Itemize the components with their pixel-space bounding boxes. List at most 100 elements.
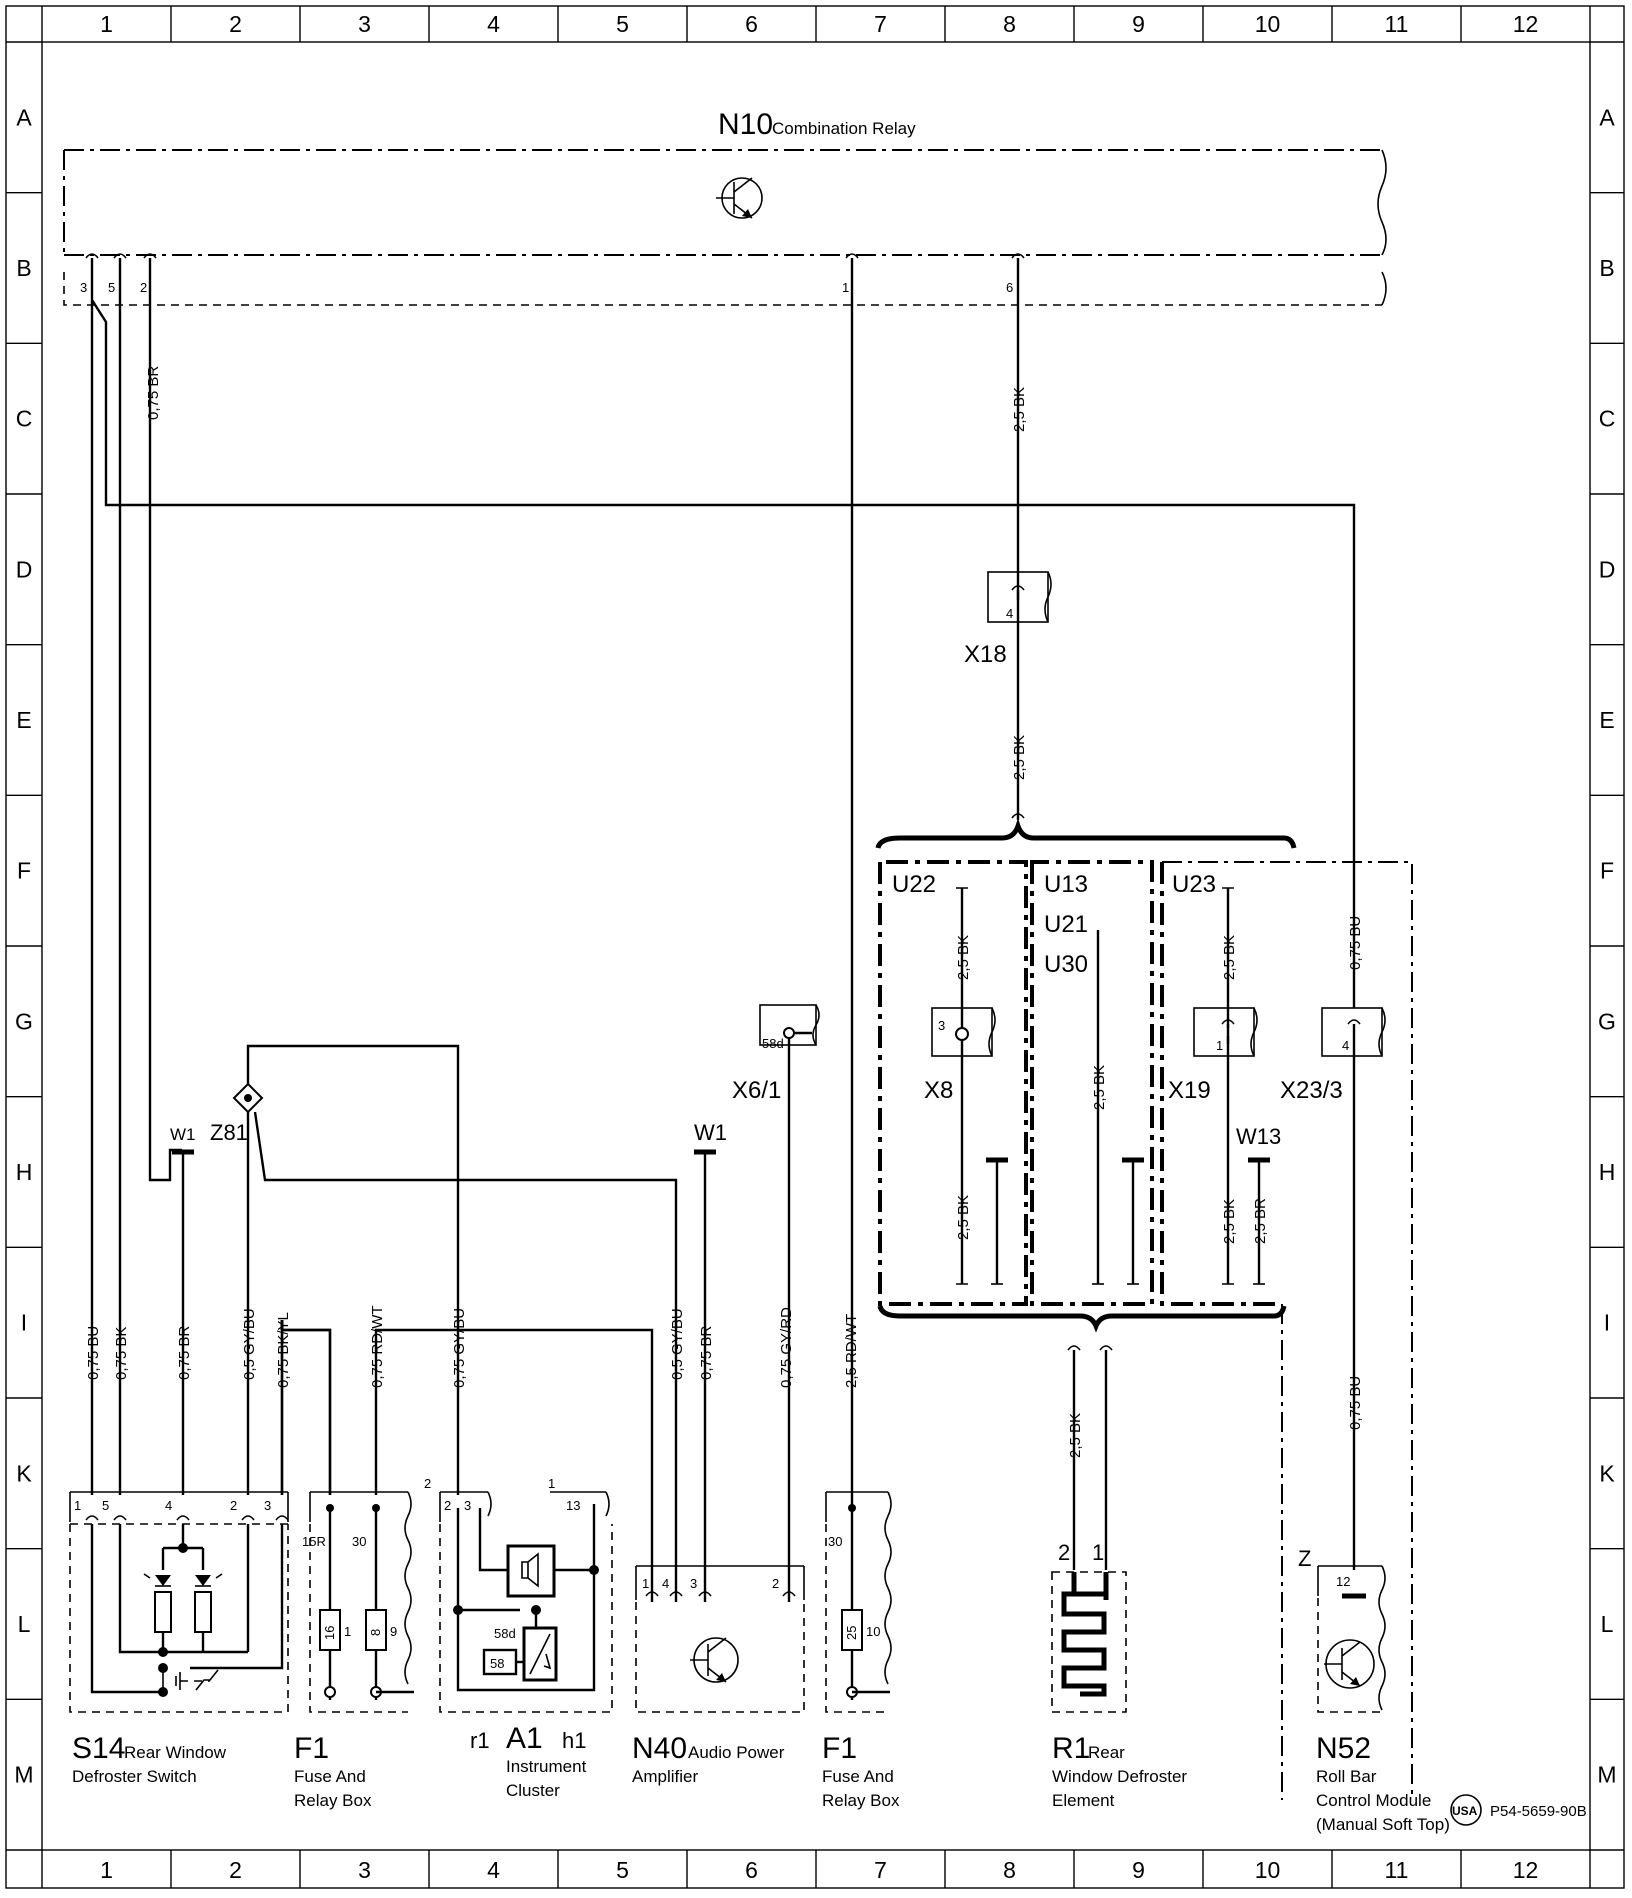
wire-label-gybu-05-n40: 0,5 GY/BU	[669, 1308, 686, 1380]
n10-combination-relay[interactable]: N10 Combination Relay 3 5 2 1 6	[63, 108, 1387, 306]
n52-pin-12: 12	[1336, 1574, 1350, 1589]
variant-u13[interactable]: U13 U21 U30	[1030, 860, 1154, 1306]
wire-label-gyrd: 0,75 GY/RD	[778, 1307, 795, 1388]
w1-right-label: W1	[694, 1120, 727, 1145]
f1b-fuse-25: 25	[844, 1626, 859, 1640]
grid-row-G-right: G	[1598, 1008, 1616, 1034]
connector-x6-1[interactable]: 58d X6/1	[732, 1004, 820, 1104]
w13-label: W13	[1236, 1124, 1281, 1149]
r1-name1: Rear	[1088, 1743, 1125, 1762]
s14-pin-4: 4	[165, 1498, 172, 1513]
a1-connector-2: 2	[424, 1476, 431, 1491]
f1b-pin-30: 30	[828, 1534, 842, 1549]
grid-column-11-top: 11	[1385, 11, 1409, 37]
grid-row-F-left: F	[17, 858, 31, 884]
heater-grid-icon	[1061, 1572, 1109, 1697]
grid-row-L-right: L	[1601, 1611, 1614, 1637]
a1-instrument-cluster[interactable]: 2 1 2 3 13 58d 58 r1 A1 h1 Instrument Cl…	[424, 1476, 613, 1800]
z-label: Z	[1298, 1546, 1311, 1571]
grid-column-9-top: 9	[1132, 11, 1145, 37]
connector-x23-3[interactable]: 4 X23/3	[1280, 1007, 1386, 1104]
n52-name2: Control Module	[1316, 1791, 1431, 1810]
ground-w1-right: W1	[694, 1120, 727, 1512]
wire-label-bu-x23: 0,75 BU	[1347, 916, 1364, 970]
n40-name1: Audio Power	[688, 1743, 785, 1762]
n40-code: N40	[632, 1732, 687, 1765]
s14-name1: Rear Window	[124, 1743, 227, 1762]
n40-transistor-icon	[690, 1637, 739, 1683]
grid-column-6-bottom: 6	[745, 1857, 758, 1883]
wire-rdwt-f1-n40[interactable]	[374, 1328, 654, 1512]
r1-rear-window-defroster-element[interactable]: 2 1 R1 Rear Window Defroster Element	[1051, 1540, 1187, 1810]
wire-label-bu-n52: 0,75 BU	[1347, 1376, 1364, 1430]
x8-pin: 3	[938, 1018, 945, 1033]
r1-name3: Element	[1052, 1791, 1115, 1810]
grid-column-10-bottom: 10	[1255, 1857, 1281, 1883]
w1-left-label: W1	[170, 1125, 196, 1144]
variant-u23[interactable]: U23	[1160, 861, 1413, 1800]
f1-fuse-relay-box-right[interactable]: 25 10 30 F1 Fuse And Relay Box	[822, 1491, 900, 1810]
n40-pin-4: 4	[662, 1576, 669, 1591]
n52-code: N52	[1316, 1732, 1371, 1765]
wire-label-bk25-r1: 2,5 BK	[1067, 1413, 1084, 1458]
n40-name2: Amplifier	[632, 1767, 698, 1786]
u13-label-bk25: 2,5 BK	[1091, 1065, 1108, 1110]
grid-row-D-right: D	[1599, 556, 1616, 582]
r1-pin-2: 2	[1058, 1540, 1070, 1565]
grid-row-K-right: K	[1599, 1460, 1615, 1486]
grid-row-F-right: F	[1600, 858, 1614, 884]
n10-name: Combination Relay	[772, 119, 916, 138]
wire-label-br-n40: 0,75 BR	[698, 1326, 715, 1380]
grid-column-3-bottom: 3	[358, 1857, 371, 1883]
a1-pin-2: 2	[444, 1498, 451, 1513]
grid-row-A-right: A	[1599, 104, 1615, 130]
u23-label-bk25-bot: 2,5 BK	[1221, 1199, 1238, 1244]
grid-column-12-top: 12	[1513, 11, 1539, 37]
f1-fuse-relay-box-left[interactable]: 16 1 15R 8 9 30 F1 Fuse And Relay Box	[294, 1491, 414, 1810]
wire-label-bu: 0,75 BU	[85, 1326, 102, 1380]
connector-x8[interactable]: 3 X8	[924, 1007, 996, 1104]
drawing-reference: P54-5659-90B	[1490, 1803, 1587, 1820]
variant-u22[interactable]: U22	[878, 860, 1028, 1306]
f1-left-name2: Relay Box	[294, 1791, 372, 1810]
s14-pin-3: 3	[264, 1498, 271, 1513]
grid-row-M-right: M	[1597, 1762, 1616, 1788]
a1-pin-13: 13	[566, 1498, 580, 1513]
wires-r1[interactable]	[1072, 1350, 1108, 1570]
n52-name3: (Manual Soft Top)	[1316, 1815, 1450, 1834]
grid-column-1-top: 1	[100, 11, 113, 37]
f1-pin-15r: 15R	[302, 1534, 326, 1549]
a1-r1: r1	[470, 1728, 490, 1753]
splice-z81[interactable]: Z81	[210, 1044, 678, 1320]
ground-w1-left: W1	[170, 1125, 196, 1320]
r1-pin-1: 1	[1092, 1540, 1104, 1565]
x23-3-label: X23/3	[1280, 1077, 1343, 1104]
a1-h1: h1	[562, 1728, 586, 1753]
grid-row-E-right: E	[1599, 707, 1614, 733]
n10-pin-3: 3	[80, 280, 87, 295]
x8-label: X8	[924, 1077, 953, 1104]
u23-label-bk25-top: 2,5 BK	[1221, 935, 1238, 980]
u22-wiring: 2,5 BK 2,5 BK	[955, 887, 1008, 1285]
grid-column-11-bottom: 11	[1385, 1857, 1409, 1883]
a1-name2: Cluster	[506, 1781, 560, 1800]
x18-label: X18	[964, 641, 1007, 668]
connector-x19[interactable]: 1 X19	[1168, 1007, 1258, 1104]
n40-audio-power-amplifier[interactable]: 1 4 3 2 N40 Audio Power Amplifier	[632, 1512, 805, 1786]
a1-pin-58: 58	[490, 1656, 504, 1671]
led-icon	[143, 1573, 223, 1587]
connector-x18[interactable]: 4 X18	[964, 571, 1052, 668]
f1b-pin-10: 10	[866, 1624, 880, 1639]
x6-1-label: X6/1	[732, 1077, 781, 1104]
wire-label-br-075-top: 0,75 BR	[145, 366, 162, 420]
bottom-brace	[877, 1305, 1287, 1333]
a1-pin-58d: 58d	[494, 1626, 516, 1641]
x19-label: X19	[1168, 1077, 1211, 1104]
n52-roll-bar-control-module[interactable]: Z 12 N52 Roll Bar Control Module (Manual…	[1298, 1546, 1450, 1834]
wire-bu-roll-bar[interactable]	[90, 299, 1356, 1008]
f1-pin-9: 9	[390, 1624, 397, 1639]
grid-row-D-left: D	[16, 556, 33, 582]
x19-pin: 1	[1216, 1038, 1223, 1053]
